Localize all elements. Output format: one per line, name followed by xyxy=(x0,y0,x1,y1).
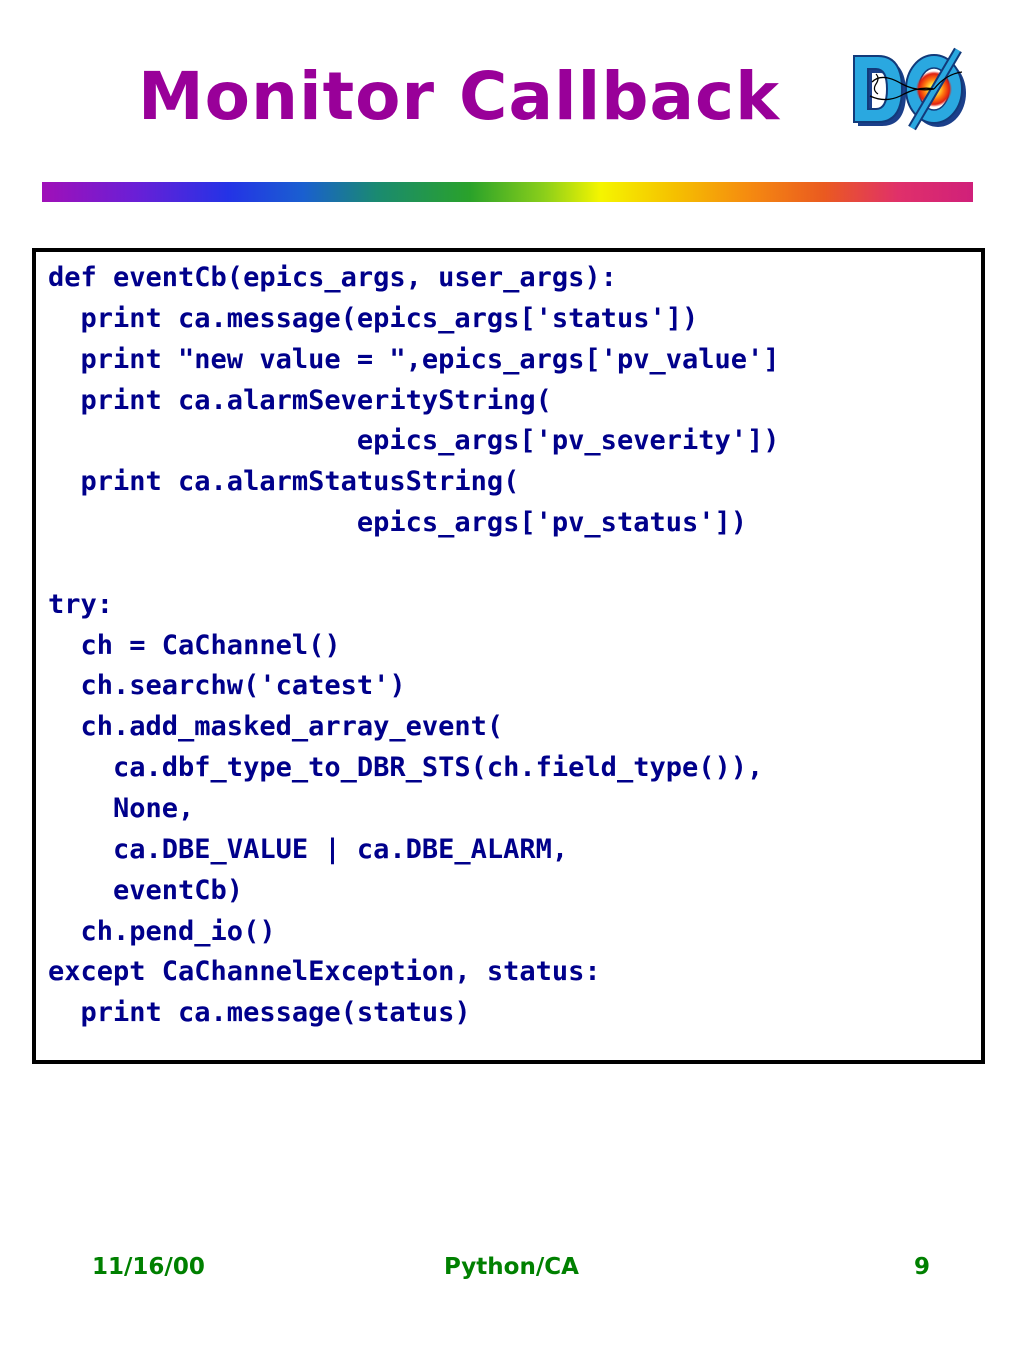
code-line: ch.add_masked_array_event( xyxy=(48,711,504,743)
code-line: epics_args['pv_status']) xyxy=(48,507,747,539)
code-line: None, xyxy=(48,792,195,824)
code-line: ca.dbf_type_to_DBR_STS(ch.field_type()), xyxy=(48,752,764,784)
dzero-logo-icon xyxy=(853,47,966,131)
footer-title: Python/CA xyxy=(444,1254,579,1280)
code-line: ch.pend_io() xyxy=(48,915,276,947)
footer-page-number: 9 xyxy=(914,1254,931,1280)
footer-date: 11/16/00 xyxy=(92,1254,205,1280)
code-line: print ca.message(epics_args['status']) xyxy=(48,302,699,334)
code-line: print ca.alarmSeverityString( xyxy=(48,384,552,416)
code-line: except CaChannelException, status: xyxy=(48,956,601,988)
code-line: try: xyxy=(48,588,114,620)
code-line: print ca.message(status) xyxy=(48,997,471,1029)
code-line: ca.DBE_VALUE | ca.DBE_ALARM, xyxy=(48,833,569,865)
code-line: print "new value = ",epics_args['pv_valu… xyxy=(48,343,780,375)
code-line: print ca.alarmStatusString( xyxy=(48,466,520,498)
code-block: def eventCb(epics_args, user_args): prin… xyxy=(48,258,780,1034)
code-line: eventCb) xyxy=(48,874,244,906)
code-box: def eventCb(epics_args, user_args): prin… xyxy=(32,248,985,1064)
code-line: def eventCb(epics_args, user_args): xyxy=(48,262,617,293)
code-line: epics_args['pv_severity']) xyxy=(48,425,780,457)
slide-title: Monitor Callback xyxy=(138,58,781,135)
code-line: ch = CaChannel() xyxy=(48,629,341,661)
code-line: ch.searchw('catest') xyxy=(48,670,406,702)
rainbow-divider xyxy=(42,182,973,202)
code-line-blank xyxy=(48,544,780,585)
